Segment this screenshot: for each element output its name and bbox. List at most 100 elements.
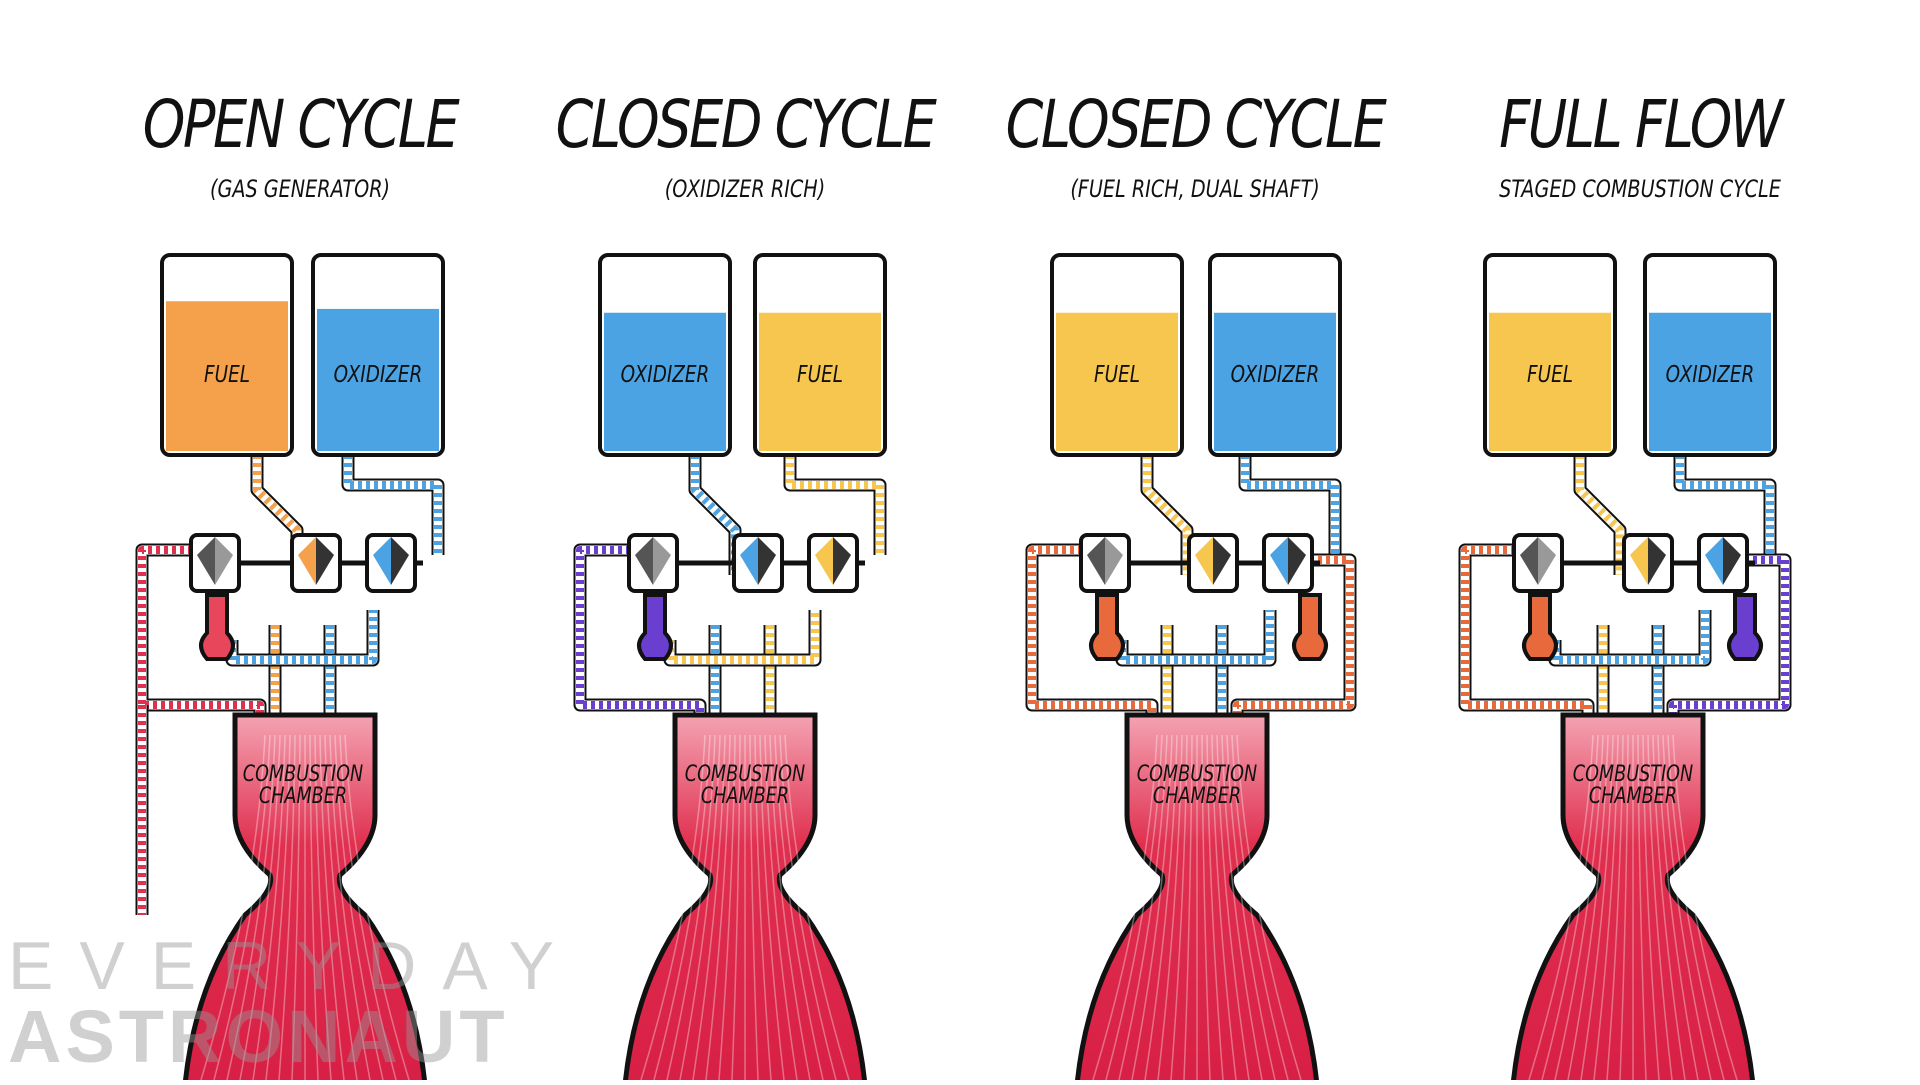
exhaust-streak xyxy=(265,734,291,1081)
right-feed-pipe xyxy=(1676,455,1774,555)
pump-blade xyxy=(215,537,233,585)
preburner-right xyxy=(1292,593,1328,661)
left-tank xyxy=(1483,253,1617,457)
exhaust-streak xyxy=(1662,734,1712,1081)
pump-blade xyxy=(1723,537,1741,585)
pump-blade xyxy=(391,537,409,585)
right-turbopump xyxy=(807,533,859,593)
tank-liquid xyxy=(604,312,726,451)
preburner xyxy=(1089,593,1125,661)
left-tank xyxy=(1050,253,1184,457)
exhaust-streak xyxy=(1131,734,1173,1081)
panel-2-title: CLOSED CYCLE xyxy=(555,86,937,163)
left-turbopump xyxy=(1187,533,1239,593)
cross-pipe-inner xyxy=(1550,610,1710,665)
exhaust-streak xyxy=(774,734,824,1081)
panel-2-left-tank-label: OXIDIZER xyxy=(620,362,710,388)
right-turbopump xyxy=(1697,533,1749,593)
exhaust-streak xyxy=(1118,734,1168,1081)
panel-4-left-tank-label: FUEL xyxy=(1527,362,1573,388)
combustion-chamber xyxy=(182,712,428,1085)
tank-liquid xyxy=(1214,312,1336,451)
panel-3-chamber-label: COMBUSTION CHAMBER xyxy=(1117,764,1277,808)
side-loop-right xyxy=(1233,556,1354,725)
exhaust-streak xyxy=(718,734,736,1081)
cross-pipe xyxy=(1551,610,1709,664)
cross-pipe xyxy=(666,610,819,664)
pump-blade xyxy=(1538,537,1556,585)
preburner-body xyxy=(1522,593,1558,661)
panel-4-right-tank-label: OXIDIZER xyxy=(1665,362,1755,388)
exhaust-streak xyxy=(764,734,798,1081)
cross-pipe-inner xyxy=(227,610,378,665)
pump-blade xyxy=(1105,537,1123,585)
tank-liquid xyxy=(317,308,439,451)
exhaust-streak xyxy=(1231,734,1289,1081)
exhaust-streak xyxy=(1206,734,1224,1081)
exhaust-streak xyxy=(1216,734,1250,1081)
turbine xyxy=(189,533,241,593)
exhaust-streak xyxy=(692,734,726,1081)
watermark-line-1: EVERYDAY xyxy=(8,928,581,1004)
exhaust-streak xyxy=(1593,734,1619,1081)
exhaust-streak xyxy=(679,734,721,1081)
combustion-chamber xyxy=(1510,712,1756,1085)
pump-blade xyxy=(653,537,671,585)
exhaust-streak xyxy=(779,734,837,1081)
cross-pipe-inner xyxy=(665,610,820,665)
exhaust-streak xyxy=(1541,734,1599,1081)
panel-1-left-tank-label: FUEL xyxy=(204,362,250,388)
pump-blade xyxy=(316,537,334,585)
right-tank xyxy=(311,253,445,457)
exhaust-streak xyxy=(319,734,345,1081)
exhaust-streak xyxy=(1236,734,1302,1081)
cross-pipe-outline xyxy=(225,610,380,667)
exhaust-streak xyxy=(1211,734,1237,1081)
cross-pipe xyxy=(1118,610,1274,664)
exhaust-streak xyxy=(252,734,286,1081)
chamber-label-line: COMBUSTION xyxy=(684,762,806,787)
panel-1-title: OPEN CYCLE xyxy=(142,86,460,163)
panel-2-chamber-label: COMBUSTION CHAMBER xyxy=(665,764,825,808)
panel-4-subtitle: STAGED COMBUSTION CYCLE xyxy=(1499,175,1781,203)
right-tank xyxy=(1643,253,1777,457)
panel-2-subtitle: (OXIDIZER RICH) xyxy=(664,175,826,203)
exhaust-streak xyxy=(226,734,276,1081)
exhaust-streak xyxy=(1567,734,1609,1081)
pump-blade xyxy=(1195,537,1213,585)
tank-liquid xyxy=(166,301,288,451)
exhaust-streak xyxy=(309,734,319,1081)
exhaust-streak xyxy=(705,734,731,1081)
pump-blade xyxy=(1288,537,1306,585)
cross-pipe-outline xyxy=(1115,610,1277,667)
panel-1-right-tank-label: OXIDIZER xyxy=(333,362,423,388)
nozzle-body xyxy=(622,712,868,1085)
chamber-label-line: CHAMBER xyxy=(1588,784,1678,809)
exhaust-streak xyxy=(754,734,772,1081)
side-loop-left xyxy=(138,546,264,725)
exhaust-streak xyxy=(339,734,397,1081)
exhaust-streak xyxy=(769,734,811,1081)
left-turbopump xyxy=(732,533,784,593)
preburner-body xyxy=(1727,593,1763,661)
exhaust-streak xyxy=(291,734,301,1081)
cross-pipe-outline xyxy=(1548,610,1712,667)
exhaust-streak xyxy=(1657,734,1699,1081)
exhaust-streak xyxy=(784,734,850,1081)
exhaust-streak xyxy=(329,734,371,1081)
engine-panel-2 xyxy=(573,253,887,1085)
exhaust-streak xyxy=(1652,734,1686,1081)
chamber-label-line: CHAMBER xyxy=(1152,784,1242,809)
preburner-body xyxy=(1292,593,1328,661)
exhaust-streak xyxy=(1221,734,1263,1081)
combustion-chamber xyxy=(1074,712,1320,1085)
nozzle-body xyxy=(1074,712,1320,1085)
pump-blade xyxy=(1630,537,1648,585)
pump-blade xyxy=(197,537,215,585)
pump-blade xyxy=(1520,537,1538,585)
right-tank xyxy=(1208,253,1342,457)
exhaust-streak xyxy=(1667,734,1725,1081)
exhaust-streak xyxy=(1105,734,1163,1081)
exhaust-streak xyxy=(749,734,759,1081)
